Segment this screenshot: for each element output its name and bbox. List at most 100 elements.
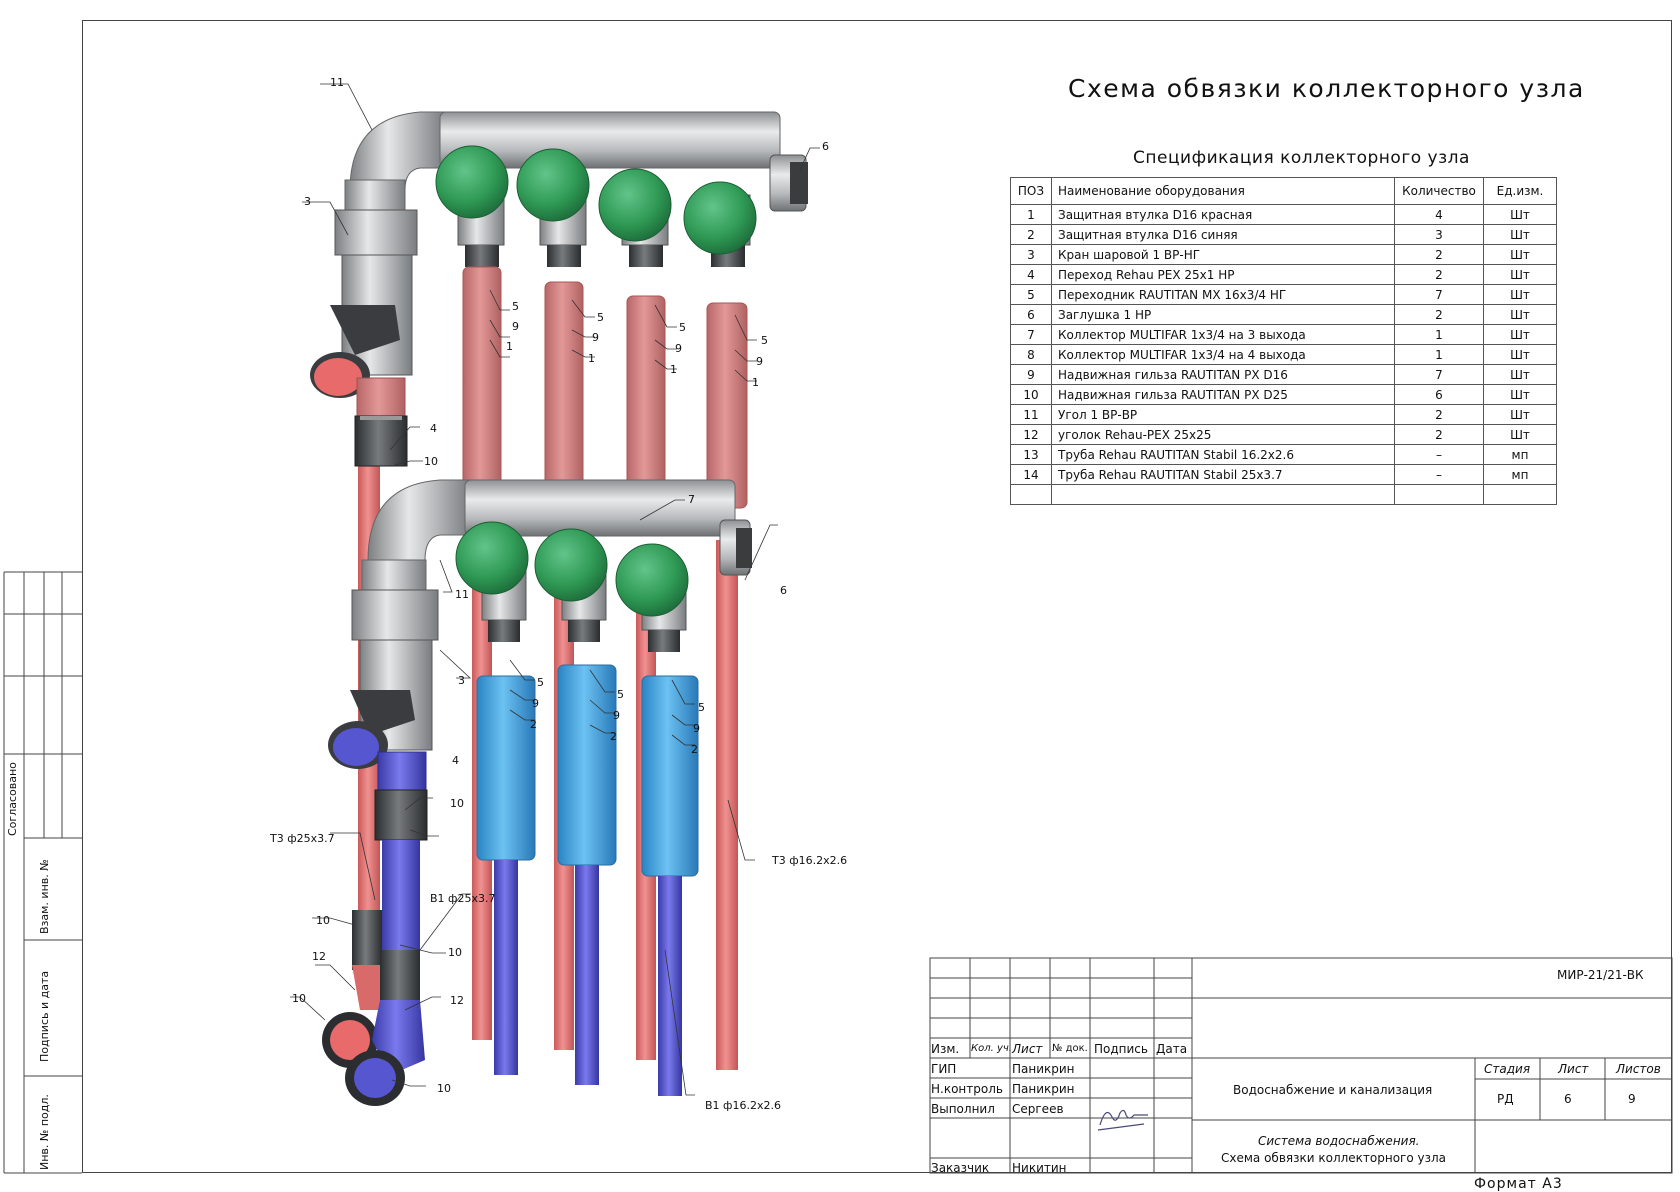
callout-1: 1 (588, 352, 595, 365)
tb-sheets: 9 (1628, 1092, 1636, 1106)
tb-name-exec: Сергеев (1012, 1102, 1064, 1116)
spec-cell-unit: Шт (1483, 304, 1557, 325)
tb-sheet-label: Лист (1558, 1062, 1589, 1076)
callout-12: 12 (312, 950, 326, 963)
tb-role-norm: Н.контроль (931, 1082, 1003, 1096)
callout-5: 5 (761, 334, 768, 347)
spec-col-name: Наименование оборудования (1051, 177, 1395, 205)
end-plug-hex (736, 528, 752, 568)
callout-t3-16: Т3 ф16.2x2.6 (771, 854, 847, 867)
green-cap (534, 528, 608, 602)
callout-5: 5 (679, 321, 686, 334)
adapter-nut (465, 245, 499, 267)
callout-10: 10 (292, 992, 306, 1005)
red-pipe-end (330, 1020, 370, 1060)
drawing-title: Схема обвязки коллекторного узла (1068, 74, 1585, 103)
red-pipe (716, 540, 738, 1070)
lower-outlet-3 (615, 543, 699, 1096)
tb-hdr-list: Лист (1012, 1042, 1043, 1056)
green-cap (615, 543, 689, 617)
upper-outlet-1 (435, 145, 509, 508)
lower-outlet-1 (455, 521, 536, 1075)
callout-9: 9 (532, 697, 539, 710)
callout-9: 9 (592, 331, 599, 344)
callout-9: 9 (693, 722, 700, 735)
drawing-frame (82, 20, 1672, 1173)
callout-b1-16: В1 ф16.2x2.6 (705, 1099, 781, 1112)
spec-cell-unit: Шт (1483, 344, 1557, 365)
spec-cell-unit: Шт (1483, 324, 1557, 345)
sleeve-ring (360, 416, 402, 420)
callout-10: 10 (450, 797, 464, 810)
lower-collector (328, 479, 752, 1096)
transition-fitting (356, 377, 406, 417)
spec-cell-pos: 13 (1010, 444, 1052, 465)
format-label: Формат А3 (1474, 1176, 1563, 1192)
callout-2: 2 (530, 718, 537, 731)
blue-sleeve-bottom (380, 950, 420, 1005)
tb-role-client: Заказчик (931, 1161, 990, 1175)
callout-10-top: 10 (424, 455, 438, 468)
callout-5: 5 (698, 701, 705, 714)
callout-9: 9 (675, 342, 682, 355)
callout-4-bottom: 4 (452, 754, 459, 767)
tb-sheet-title-2: Схема обвязки коллекторного узла (1221, 1151, 1447, 1165)
adapter-nut (488, 620, 520, 642)
valve-blue-cap (333, 728, 379, 766)
green-cap (435, 145, 509, 219)
callout-11-top: 11 (330, 76, 344, 89)
callout-10: 10 (437, 1082, 451, 1095)
callout-1: 1 (752, 376, 759, 389)
green-cap (516, 148, 590, 222)
callout-9: 9 (756, 355, 763, 368)
callout-b1-25: В1 ф25x3.7 (430, 892, 495, 905)
callout-12: 12 (450, 994, 464, 1007)
red-sleeve-bottom (352, 910, 382, 970)
adapter-nut (629, 245, 663, 267)
lower-outlet-2 (534, 528, 617, 1085)
callout-9: 9 (613, 709, 620, 722)
valve-red-cap (314, 358, 362, 396)
tb-sheets-label: Листов (1616, 1062, 1661, 1076)
blue-pipe-end (354, 1058, 396, 1098)
green-cap (455, 521, 529, 595)
collector-bar (439, 111, 781, 169)
spec-cell-name: Переходник RAUTITAN MX 16x3/4 НГ (1051, 284, 1395, 305)
spec-cell-pos: 11 (1010, 404, 1052, 425)
valve-handle (330, 305, 400, 355)
upper-outlet-2 (516, 148, 590, 515)
callout-5: 5 (597, 311, 604, 324)
spec-table: ПОЗ Наименование оборудования Количество… (1010, 177, 1557, 505)
green-cap (683, 181, 757, 255)
adapter-nut (568, 620, 600, 642)
spec-row (1010, 484, 1557, 505)
tb-hdr-date: Дата (1156, 1042, 1188, 1056)
elbow-fitting (349, 111, 446, 191)
signature (1097, 1109, 1148, 1131)
tb-stage: РД (1497, 1092, 1514, 1106)
spec-title: Спецификация коллекторного узла (1133, 148, 1470, 168)
adapter-nut (547, 245, 581, 267)
tb-hdr-sign: Подпись (1094, 1042, 1148, 1056)
tb-sheet: 6 (1564, 1092, 1572, 1106)
collector-bar (464, 479, 736, 537)
callout-1: 1 (506, 340, 513, 353)
callout-t3-25: Т3 ф25x3.7 (269, 832, 335, 845)
green-cap (598, 168, 672, 242)
callout-2: 2 (610, 730, 617, 743)
elbow-fitting (367, 479, 471, 561)
doc-code: МИР-21/21-ВК (1557, 968, 1644, 982)
callout-10: 10 (448, 946, 462, 959)
callout-5: 5 (537, 676, 544, 689)
spec-cell-unit: мп (1483, 464, 1557, 485)
